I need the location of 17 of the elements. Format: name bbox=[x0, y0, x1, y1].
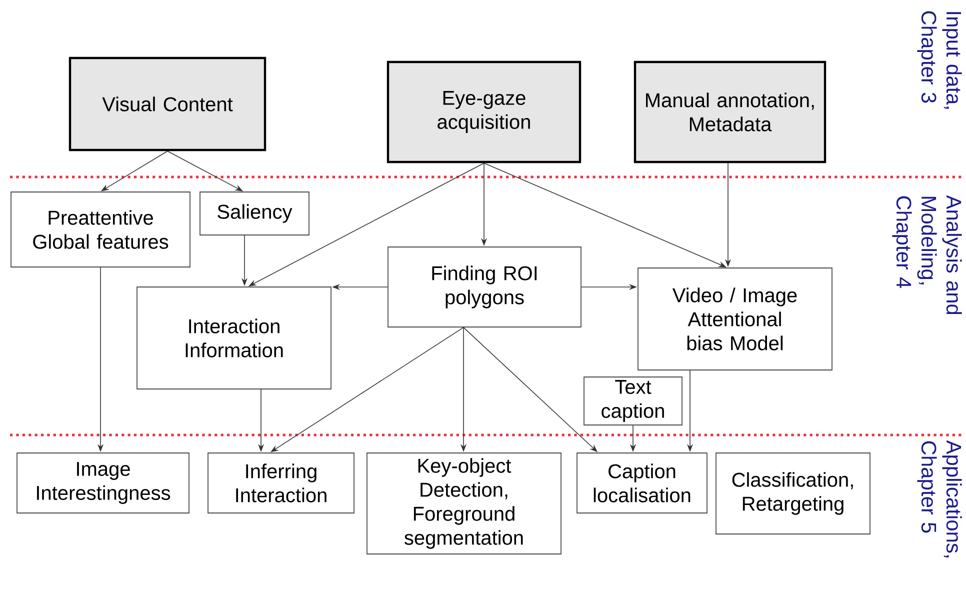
input-box: Visual Content bbox=[68, 56, 266, 152]
process-box: Text caption bbox=[584, 376, 682, 426]
process-box: Finding ROI polygons bbox=[388, 246, 582, 328]
process-box: Image Interestingness bbox=[16, 452, 190, 514]
process-box: Video / Image Attentional bias Model bbox=[638, 268, 832, 370]
section-label: Input data, Chapter 3 bbox=[917, 11, 962, 109]
input-box: Eye-gaze acquisition bbox=[386, 60, 582, 164]
input-box: Manual annotation, Metadata bbox=[634, 60, 826, 164]
process-box: Key-object Detection, Foreground segmentation bbox=[366, 452, 562, 554]
process-box: Interaction Information bbox=[136, 286, 332, 390]
section-label: Analysis and Modeling, Chapter 4 bbox=[892, 195, 962, 314]
process-box: Caption localisation bbox=[576, 452, 708, 514]
process-box: Inferring Interaction bbox=[208, 452, 354, 514]
process-box: Preattentive Global features bbox=[10, 192, 190, 268]
section-label: Applications, Chapter 5 bbox=[917, 440, 962, 558]
process-box: Classification, Retargeting bbox=[716, 452, 870, 534]
process-box: Saliency bbox=[200, 192, 310, 236]
